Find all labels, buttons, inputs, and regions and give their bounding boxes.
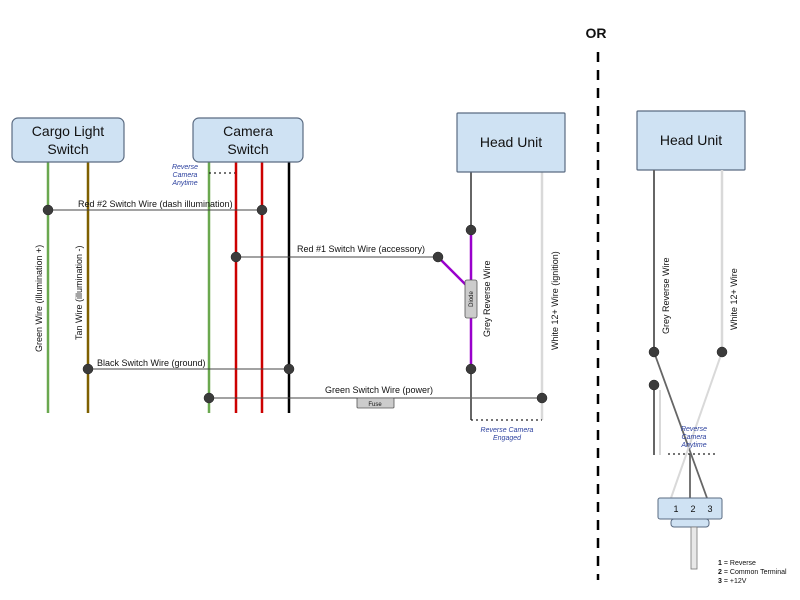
red1-wire-label: Red #1 Switch Wire (accessory) [297,244,425,254]
terminal-label-3: 3 [707,504,712,514]
white-ignition-label: White 12+ Wire (ignition) [550,251,560,350]
reverse-anytime-note-1: Reverse [172,164,198,171]
grey-reverse-right-label: Grey Reverse Wire [661,257,671,334]
junction-dot [465,224,477,236]
junction-dot [536,392,548,404]
cargo-light-switch-label-1: Cargo Light [32,123,104,139]
junction-dot [716,346,728,358]
legend-line-3: 3 = +12V [718,578,747,585]
head-unit-left-label: Head Unit [480,134,542,150]
cargo-light-switch-label-2: Switch [47,141,88,157]
head-unit-left-box [456,112,566,173]
legend-num-3: 3 [718,578,722,585]
junction-dot [465,363,477,375]
reverse-engaged-note-1: Reverse Camera [481,427,534,434]
legend-text-2: = Common Terminal [722,569,787,576]
reverse-anytime-right-note-1: Reverse [681,426,707,433]
camera-switch-label-2: Switch [227,141,268,157]
camera-switch-label-1: Camera [223,123,273,139]
head-unit-right-label: Head Unit [660,132,722,148]
junction-dot [648,346,660,358]
junction-dot [283,363,295,375]
black-wire-label: Black Switch Wire (ground) [97,358,206,368]
toggle-switch-lever [690,526,698,570]
cargo-light-switch-box [11,117,125,163]
reverse-anytime-right-note-2: Camera [682,434,707,441]
white-right-label: White 12+ Wire [729,268,739,330]
junction-dot [82,363,94,375]
fuse-label: Fuse [368,402,382,408]
legend-line-2: 2 = Common Terminal [718,569,787,576]
terminal-label-2: 2 [690,504,695,514]
reverse-engaged-note-2: Engaged [493,435,522,442]
red2-wire-label: Red #2 Switch Wire (dash illumination) [78,199,233,209]
camera-switch-box [192,117,304,163]
legend-text-1: = Reverse [722,560,756,567]
terminal-label-1: 1 [673,504,678,514]
green-illumination-label: Green Wire (illumination +) [34,245,44,352]
junction-dot [42,204,54,216]
legend-num-2: 2 [718,569,722,576]
head-unit-right-box [636,110,746,171]
legend-text-3: = +12V [722,578,747,585]
toggle-switch-base [670,518,710,528]
junction-dot [256,204,268,216]
junction-dot [432,251,444,263]
fuse [356,397,395,409]
junction-dot [648,379,660,391]
reverse-anytime-note-3: Anytime [171,180,197,187]
diode [464,279,478,319]
reverse-anytime-right-note-3: Anytime [680,442,706,449]
junction-dot [203,392,215,404]
diode-label: Diode [469,291,475,307]
reverse-anytime-note-2: Camera [173,172,198,179]
green-power-wire-label: Green Switch Wire (power) [325,385,433,395]
junction-dot [230,251,242,263]
white-to-terminal-1 [670,351,723,499]
grey-to-terminal-3 [653,351,708,499]
tan-illumination-label: Tan Wire (illumination -) [74,245,84,340]
grey-reverse-left-label: Grey Reverse Wire [482,260,492,337]
legend-num-1: 1 [718,560,722,567]
legend-line-1: 1 = Reverse [718,560,756,567]
or-separator-label: OR [586,25,607,41]
